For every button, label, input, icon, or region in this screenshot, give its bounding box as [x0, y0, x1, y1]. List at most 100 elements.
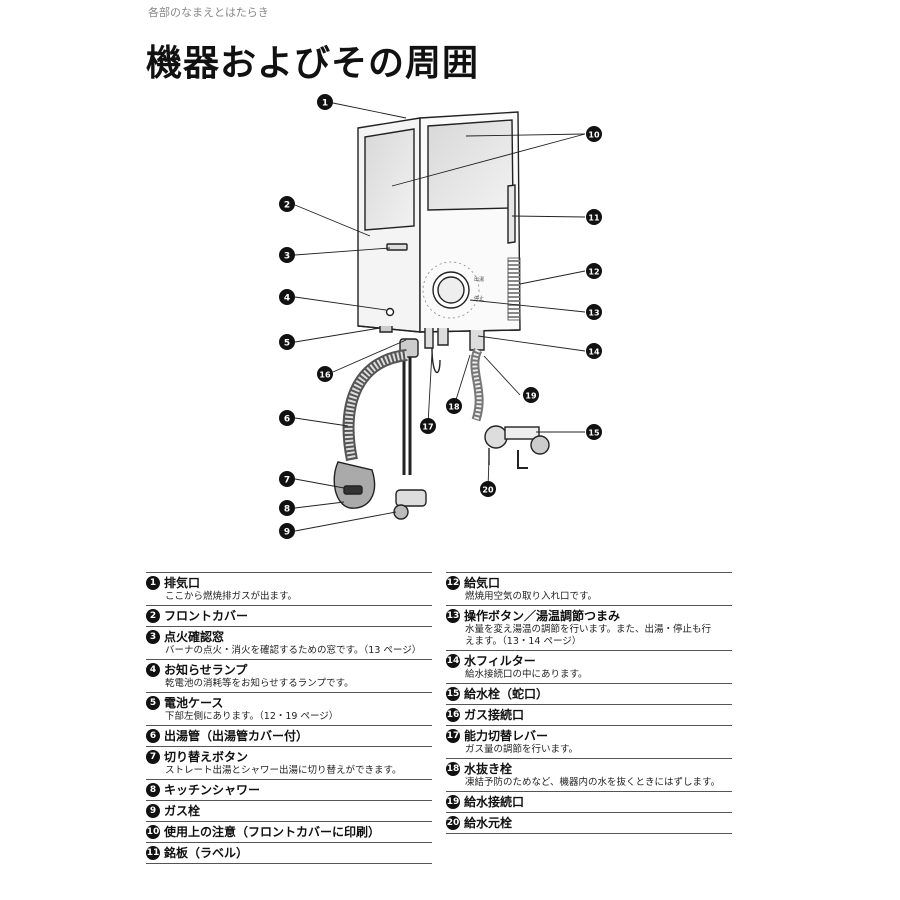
callout-marker-3 — [279, 247, 295, 263]
legend-item: 12 給気口燃焼用空気の取り入れ口です。 — [446, 572, 732, 605]
legend-item-description: ここから燃焼排ガスが出ます。 — [165, 591, 298, 602]
legend-item-description: 下部左側にあります。（12・19 ページ） — [165, 711, 339, 722]
legend-item-title: キッチンシャワー — [164, 783, 261, 797]
callout-15: 15 — [588, 429, 600, 438]
callout-marker-10 — [586, 126, 602, 142]
leader-lines — [294, 102, 586, 532]
callout-11: 11 — [588, 214, 600, 223]
legend-number-badge: 1 — [146, 575, 160, 590]
callout-marker-8 — [279, 500, 295, 516]
legend-number-badge: 7 — [146, 749, 160, 764]
legend-item-title: 操作ボタン／湯温調節つまみ — [464, 609, 621, 623]
callout-19: 19 — [525, 392, 537, 401]
pipes — [333, 326, 550, 520]
legend-item-row: 9 ガス栓 — [146, 802, 432, 819]
legend-item-title: 給気口 — [464, 576, 501, 590]
legend-item: 18 水抜き栓凍結予防のためなど、機器内の水を抜くときにはずします。 — [446, 758, 732, 791]
legend-item-row: 12 給気口 — [446, 574, 732, 591]
callout-marker-20 — [480, 481, 496, 497]
callout-5: 5 — [284, 339, 290, 349]
dial-label-out: 出湯 — [474, 276, 484, 283]
callout-10: 10 — [588, 131, 600, 140]
callout-1: 1 — [322, 99, 328, 109]
legend-item-title: ガス栓 — [164, 804, 201, 818]
legend-number-badge: 11 — [146, 845, 160, 860]
callout-12: 12 — [588, 268, 599, 277]
water-heater-unit — [357, 111, 521, 333]
callout-14: 14 — [588, 348, 600, 357]
legend-number-badge: 10 — [146, 824, 160, 839]
callout-marker-19 — [523, 387, 539, 403]
legend-item-row: 15 給水栓（蛇口） — [446, 685, 732, 702]
callout-marker-6 — [279, 410, 295, 426]
legend-item-row: 6 出湯管（出湯管カバー付） — [146, 727, 432, 744]
legend-number-badge: 12 — [446, 575, 460, 590]
callout-2: 2 — [284, 201, 290, 211]
legend-item: 9 ガス栓 — [146, 800, 432, 821]
legend-item-description: ガス量の調節を行います。 — [465, 744, 579, 755]
legend-item: 2 フロントカバー — [146, 605, 432, 626]
legend-item-title: ガス接続口 — [464, 708, 525, 722]
callout-marker-12 — [586, 263, 602, 279]
legend-item-title: 切り替えボタン — [164, 750, 249, 764]
legend-item-row: 8 キッチンシャワー — [146, 781, 432, 798]
legend-item-title: 水フィルター — [464, 654, 536, 668]
legend-number-badge: 18 — [446, 761, 460, 776]
callout-13: 13 — [588, 309, 599, 318]
legend-number-badge: 8 — [146, 782, 160, 797]
callout-16: 16 — [319, 371, 331, 380]
legend-item-description: 燃焼用空気の取り入れ口です。 — [465, 591, 598, 602]
legend-number-badge: 4 — [146, 662, 160, 677]
callout-marker-9 — [279, 523, 295, 539]
callout-7: 7 — [284, 476, 290, 486]
callout-marker-15 — [586, 424, 602, 440]
callout-marker-17 — [420, 418, 436, 434]
legend-item-description: 凍結予防のためなど、機器内の水を抜くときにはずします。 — [465, 777, 721, 788]
legend-item-title: 給水栓（蛇口） — [464, 687, 549, 701]
callout-3: 3 — [284, 252, 290, 262]
legend-number-badge: 2 — [146, 608, 160, 623]
legend-item-description: 乾電池の消耗等をお知らせするランプです。 — [165, 678, 354, 689]
callout-marker-16 — [317, 366, 333, 382]
callout-18: 18 — [448, 403, 460, 412]
legend-item-title: お知らせランプ — [164, 663, 248, 677]
legend-item: 11 銘板（ラベル） — [146, 842, 432, 864]
legend-item: 8 キッチンシャワー — [146, 779, 432, 800]
legend-number-badge: 20 — [446, 815, 460, 830]
heater-diagram: 出湯 停止 — [279, 94, 602, 539]
legend-number-badge: 15 — [446, 686, 460, 701]
legend-item-title: 水抜き栓 — [464, 762, 513, 776]
legend-item-row: 18 水抜き栓 — [446, 760, 732, 777]
legend-number-badge: 13 — [446, 608, 460, 623]
legend-item-row: 11 銘板（ラベル） — [146, 844, 432, 861]
legend-item-row: 4 お知らせランプ — [146, 661, 432, 678]
callout-marker-13 — [586, 304, 602, 320]
section-header: 各部のなまえとはたらき — [148, 6, 269, 19]
legend-number-badge: 5 — [146, 695, 160, 710]
legend-item-row: 13 操作ボタン／湯温調節つまみ — [446, 607, 732, 624]
legend-item-row: 2 フロントカバー — [146, 607, 432, 624]
callout-17: 17 — [422, 423, 433, 432]
legend-number-badge: 6 — [146, 728, 160, 743]
legend-number-badge: 9 — [146, 803, 160, 818]
legend-item-description: バーナの点火・消火を確認するための窓です。（13 ページ） — [165, 645, 422, 656]
legend-item-title: 点火確認窓 — [164, 630, 225, 644]
legend-item-title: 銘板（ラベル） — [164, 846, 249, 860]
legend-item-title: 出湯管（出湯管カバー付） — [164, 729, 309, 743]
legend-item-title: フロントカバー — [164, 609, 249, 623]
legend-item-title: 給水接続口 — [464, 795, 525, 809]
